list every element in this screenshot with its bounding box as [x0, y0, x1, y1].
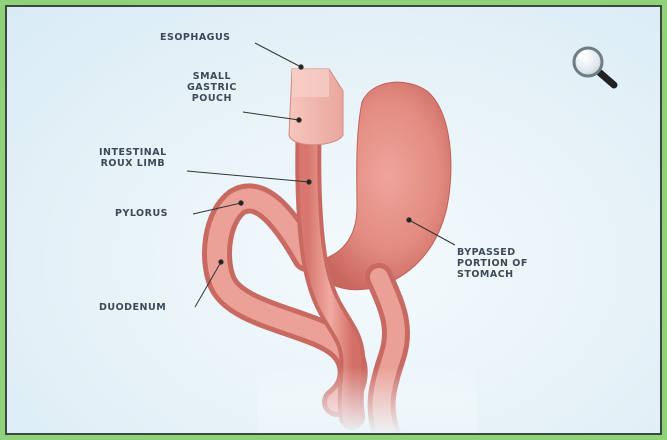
diagram-panel: ESOPHAGUS SMALL GASTRIC POUCH INTESTINAL…: [5, 5, 662, 435]
label-esophagus: ESOPHAGUS: [160, 32, 231, 43]
anatomy-illustration: [7, 7, 662, 435]
label-small-gastric-pouch: SMALL GASTRIC POUCH: [187, 71, 237, 104]
gastric-pouch: [289, 69, 343, 145]
roux-leader: [187, 171, 309, 182]
label-intestinal-roux-limb: INTESTINAL ROUX LIMB: [99, 147, 167, 169]
magnifier-icon[interactable]: [570, 45, 622, 93]
label-duodenum: DUODENUM: [99, 302, 166, 313]
esophagus-leader: [255, 43, 301, 67]
label-bypassed-portion-of-stomach: BYPASSED PORTION OF STOMACH: [457, 247, 528, 280]
label-pylorus: PYLORUS: [115, 208, 168, 219]
